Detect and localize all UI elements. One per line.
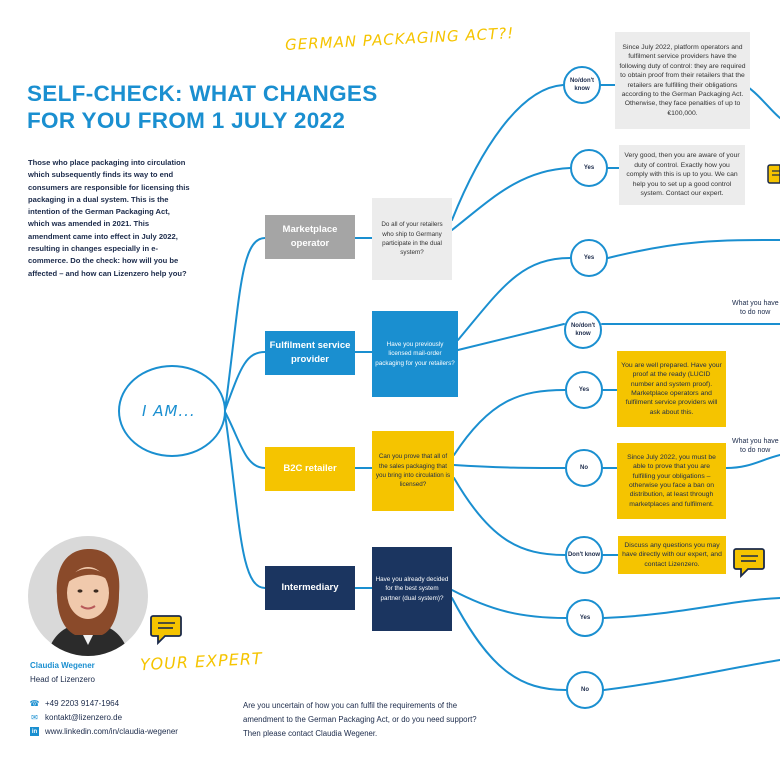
- side-note-what-to-do: What you have to do now: [732, 437, 779, 455]
- page-title: SELF-CHECK: WHAT CHANGES FOR YOU FROM 1 …: [27, 80, 378, 134]
- result-aware-of-duty: Very good, then you are aware of your du…: [619, 145, 745, 205]
- email-icon: ✉: [31, 713, 38, 722]
- answer-no[interactable]: No: [565, 449, 603, 487]
- start-label: I AM...: [142, 402, 196, 420]
- linkedin-icon: in: [30, 727, 39, 736]
- expert-name: Claudia Wegener: [30, 661, 95, 670]
- answer-yes[interactable]: Yes: [566, 599, 604, 637]
- contact-email[interactable]: ✉ kontakt@lizenzero.de: [30, 713, 122, 722]
- intro-text: Those who place packaging into circulati…: [28, 158, 190, 278]
- side-note-line: What you have: [732, 438, 779, 445]
- role-marketplace-operator[interactable]: Marketplace operator: [265, 215, 355, 259]
- side-note-line: What you have: [732, 300, 779, 307]
- contact-linkedin[interactable]: in www.linkedin.com/in/claudia-wegener: [30, 727, 178, 736]
- connector-fq-a4: [457, 323, 565, 351]
- phone-icon: ☎: [29, 699, 40, 708]
- connector-start-fulfilment: [224, 351, 266, 411]
- connector-start-b2c: [224, 411, 266, 469]
- question-intermediary: Have you already decided for the best sy…: [372, 547, 452, 631]
- linkedin-url[interactable]: www.linkedin.com/in/claudia-wegener: [45, 727, 178, 736]
- side-note-what-to-do: What you have to do now: [732, 299, 779, 317]
- question-marketplace: Do all of your retailers who ship to Ger…: [372, 198, 452, 280]
- expert-avatar: [28, 536, 148, 656]
- connector-a9-out: [603, 659, 780, 691]
- answer-no-dont-know[interactable]: No/don't know: [563, 66, 601, 104]
- result-well-prepared: You are well prepared. Have your proof a…: [617, 351, 726, 427]
- connector-iq-a8: [451, 589, 567, 619]
- role-b2c-retailer[interactable]: B2C retailer: [265, 447, 355, 491]
- role-fulfilment-service-provider[interactable]: Fulfilment service provider: [265, 331, 355, 375]
- connector-bq-a7: [453, 477, 566, 556]
- connector-mq-a2: [451, 167, 571, 231]
- connector-start-marketplace: [224, 237, 266, 411]
- chat-bubble-icon[interactable]: [149, 613, 183, 649]
- page-title-line2: FOR YOU FROM 1 JULY 2022: [27, 108, 346, 133]
- chat-bubble-icon[interactable]: [732, 546, 766, 580]
- footer-cta-text: Are you uncertain of how you can fulfil …: [243, 701, 477, 738]
- question-b2c: Can you prove that all of the sales pack…: [372, 431, 454, 511]
- answer-yes[interactable]: Yes: [570, 149, 608, 187]
- expert-role: Head of Lizenzero: [30, 675, 95, 684]
- contact-phone[interactable]: ☎ +49 2203 9147-1964: [29, 699, 120, 708]
- answer-dont-know[interactable]: Don't know: [565, 536, 603, 574]
- connector-a8-out: [603, 597, 780, 619]
- connector-a6-out: [725, 454, 780, 469]
- phone-number[interactable]: +49 2203 9147-1964: [45, 699, 120, 708]
- connector-start-intermediary: [224, 413, 266, 589]
- connector-iq-a9: [451, 597, 567, 691]
- start-circle: [118, 365, 226, 457]
- connector-fq-a3: [457, 257, 571, 341]
- connector-mq-a1: [451, 84, 564, 221]
- result-discuss-questions: Discuss any questions you may have direc…: [618, 536, 726, 574]
- answer-no[interactable]: No: [566, 671, 604, 709]
- answer-yes[interactable]: Yes: [565, 371, 603, 409]
- result-proof-required: Since July 2022, you must be able to pro…: [617, 443, 726, 519]
- result-duty-of-control: Since July 2022, platform operators and …: [615, 32, 750, 129]
- side-note-line: to do now: [740, 309, 771, 316]
- answer-no-dont-know[interactable]: No/don't know: [564, 311, 602, 349]
- answer-yes[interactable]: Yes: [570, 239, 608, 277]
- connector-r1-out: [744, 84, 780, 119]
- question-fulfilment: Have you previously licensed mail-order …: [372, 311, 458, 397]
- page-title-line1: SELF-CHECK: WHAT CHANGES: [27, 81, 378, 106]
- connector-bq-a6: [453, 464, 566, 469]
- chat-bubble-icon[interactable]: [766, 163, 780, 191]
- role-intermediary[interactable]: Intermediary: [265, 566, 355, 610]
- connector-bq-a5: [453, 389, 566, 456]
- connector-a3-out: [607, 239, 780, 259]
- email-address[interactable]: kontakt@lizenzero.de: [45, 713, 123, 722]
- side-note-line: to do now: [740, 447, 771, 454]
